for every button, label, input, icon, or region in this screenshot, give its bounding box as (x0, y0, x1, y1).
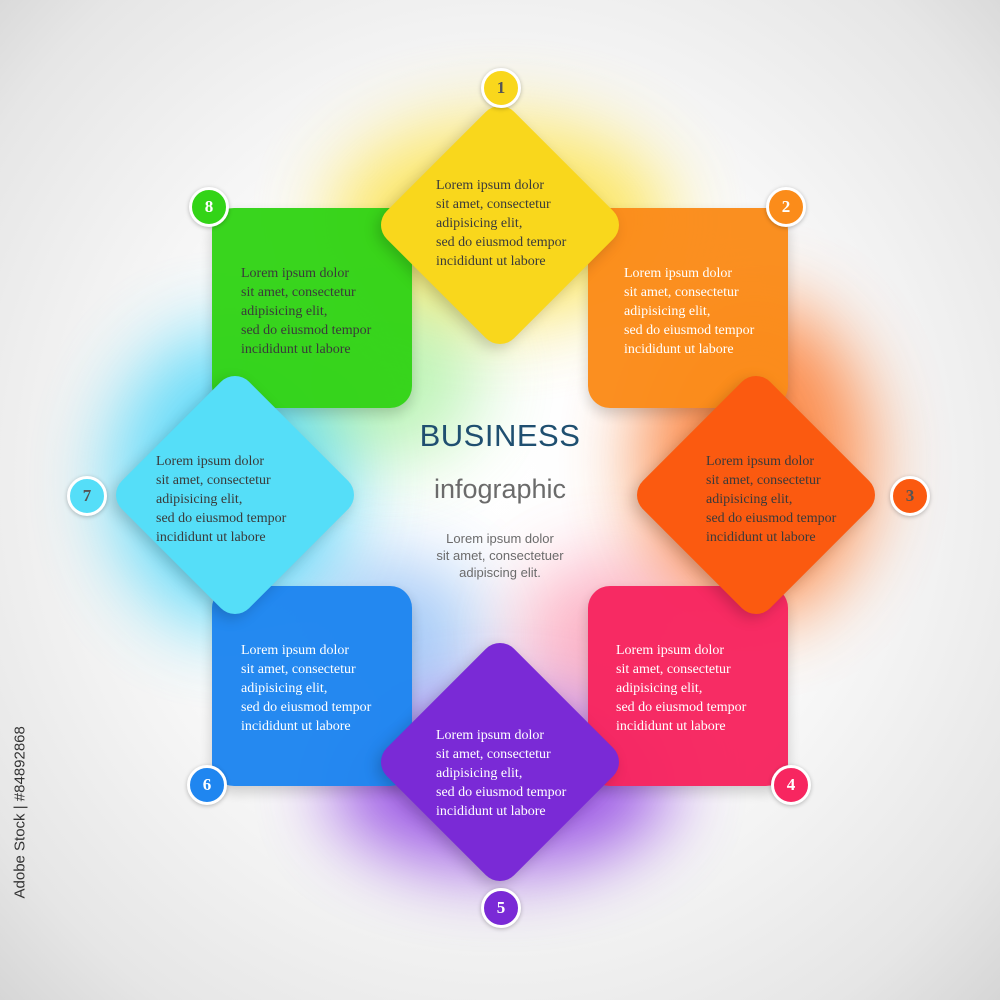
text-2: Lorem ipsum dolor sit amet, consectetur … (624, 266, 755, 357)
center-subtitle: infographic (433, 474, 567, 504)
tile-8-green (212, 208, 412, 408)
badge-1: 1 (481, 68, 521, 108)
text-3: Lorem ipsum dolor sit amet, consectetur … (706, 454, 837, 545)
badge-5: 5 (481, 888, 521, 928)
badge-8: 8 (189, 187, 229, 227)
text-7: Lorem ipsum dolor sit amet, consectetur … (156, 454, 287, 545)
text-5: Lorem ipsum dolor sit amet, consectetur … (436, 728, 567, 819)
tile-6-blue (212, 586, 412, 786)
badge-6: 6 (187, 765, 227, 805)
badge-4: 4 (771, 765, 811, 805)
tile-4-pink (588, 586, 788, 786)
badge-7: 7 (67, 476, 107, 516)
text-8: Lorem ipsum dolor sit amet, consectetur … (241, 266, 372, 357)
center-body: Lorem ipsum dolor sit amet, consectetuer… (436, 531, 564, 580)
center-title: BUSINESS (419, 418, 581, 453)
badge-3: 3 (890, 476, 930, 516)
text-4: Lorem ipsum dolor sit amet, consectetur … (616, 643, 747, 734)
stock-watermark: Adobe Stock | #84892868 (11, 726, 29, 899)
badge-2: 2 (766, 187, 806, 227)
text-1: Lorem ipsum dolor sit amet, consectetur … (436, 178, 567, 269)
text-6: Lorem ipsum dolor sit amet, consectetur … (241, 643, 372, 734)
